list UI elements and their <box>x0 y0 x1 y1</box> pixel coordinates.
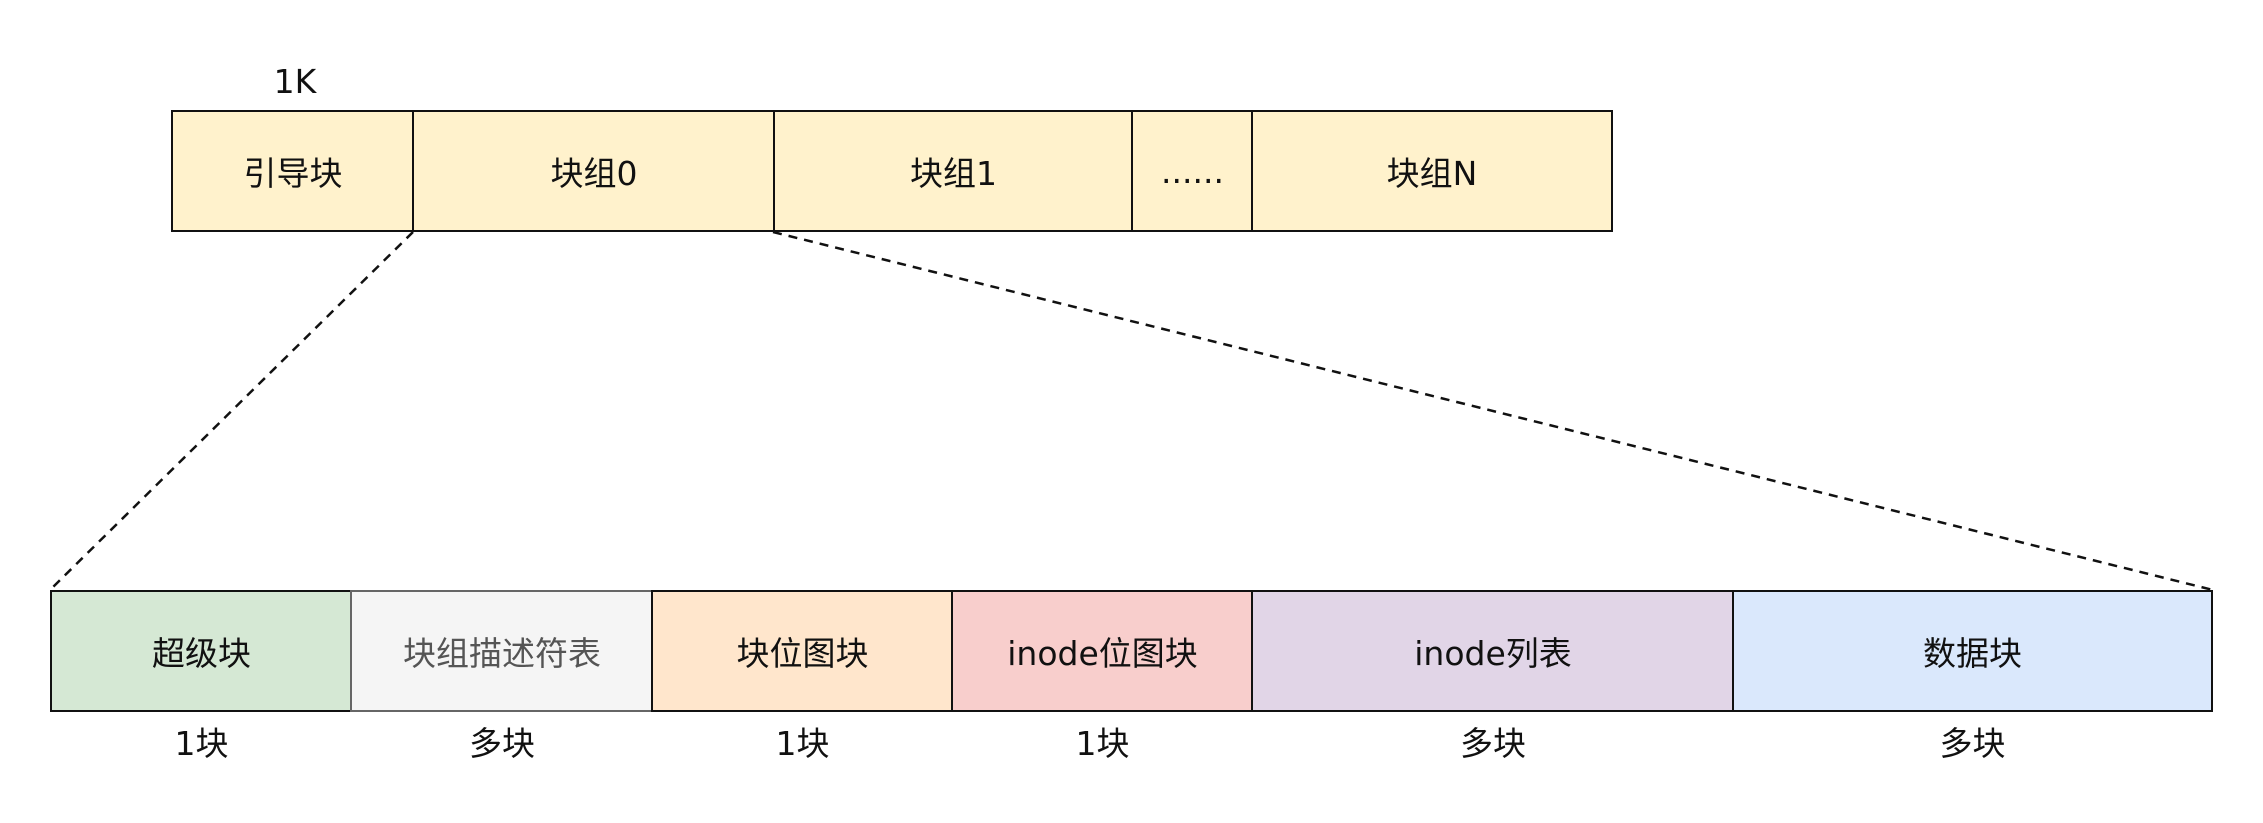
block-group-1: 块组1 <box>773 110 1134 232</box>
inode-table: inode列表 <box>1251 590 1735 712</box>
connector-left <box>49 231 414 591</box>
boot-block-size-label: 1K <box>273 62 317 101</box>
block-group-0: 块组0 <box>412 110 776 232</box>
block-group-ellipsis: ...... <box>1131 110 1254 232</box>
boot-block: 引导块 <box>171 110 415 232</box>
block-bitmap: 块位图块 <box>651 590 954 712</box>
data-blocks: 数据块 <box>1732 590 2213 712</box>
block-group-n: 块组N <box>1251 110 1613 232</box>
group-descriptor-table: 块组描述符表 <box>350 590 654 712</box>
data-blocks-count: 多块 <box>1939 724 2006 763</box>
inode-table-count: 多块 <box>1460 724 1526 763</box>
superblock-count: 1块 <box>174 724 229 763</box>
connector-right <box>772 230 2214 592</box>
inode-bitmap-count: 1块 <box>1075 724 1130 763</box>
inode-bitmap: inode位图块 <box>951 590 1254 712</box>
superblock: 超级块 <box>50 590 353 712</box>
block-bitmap-count: 1块 <box>775 724 830 763</box>
group-descriptor-table-count: 多块 <box>469 724 535 763</box>
